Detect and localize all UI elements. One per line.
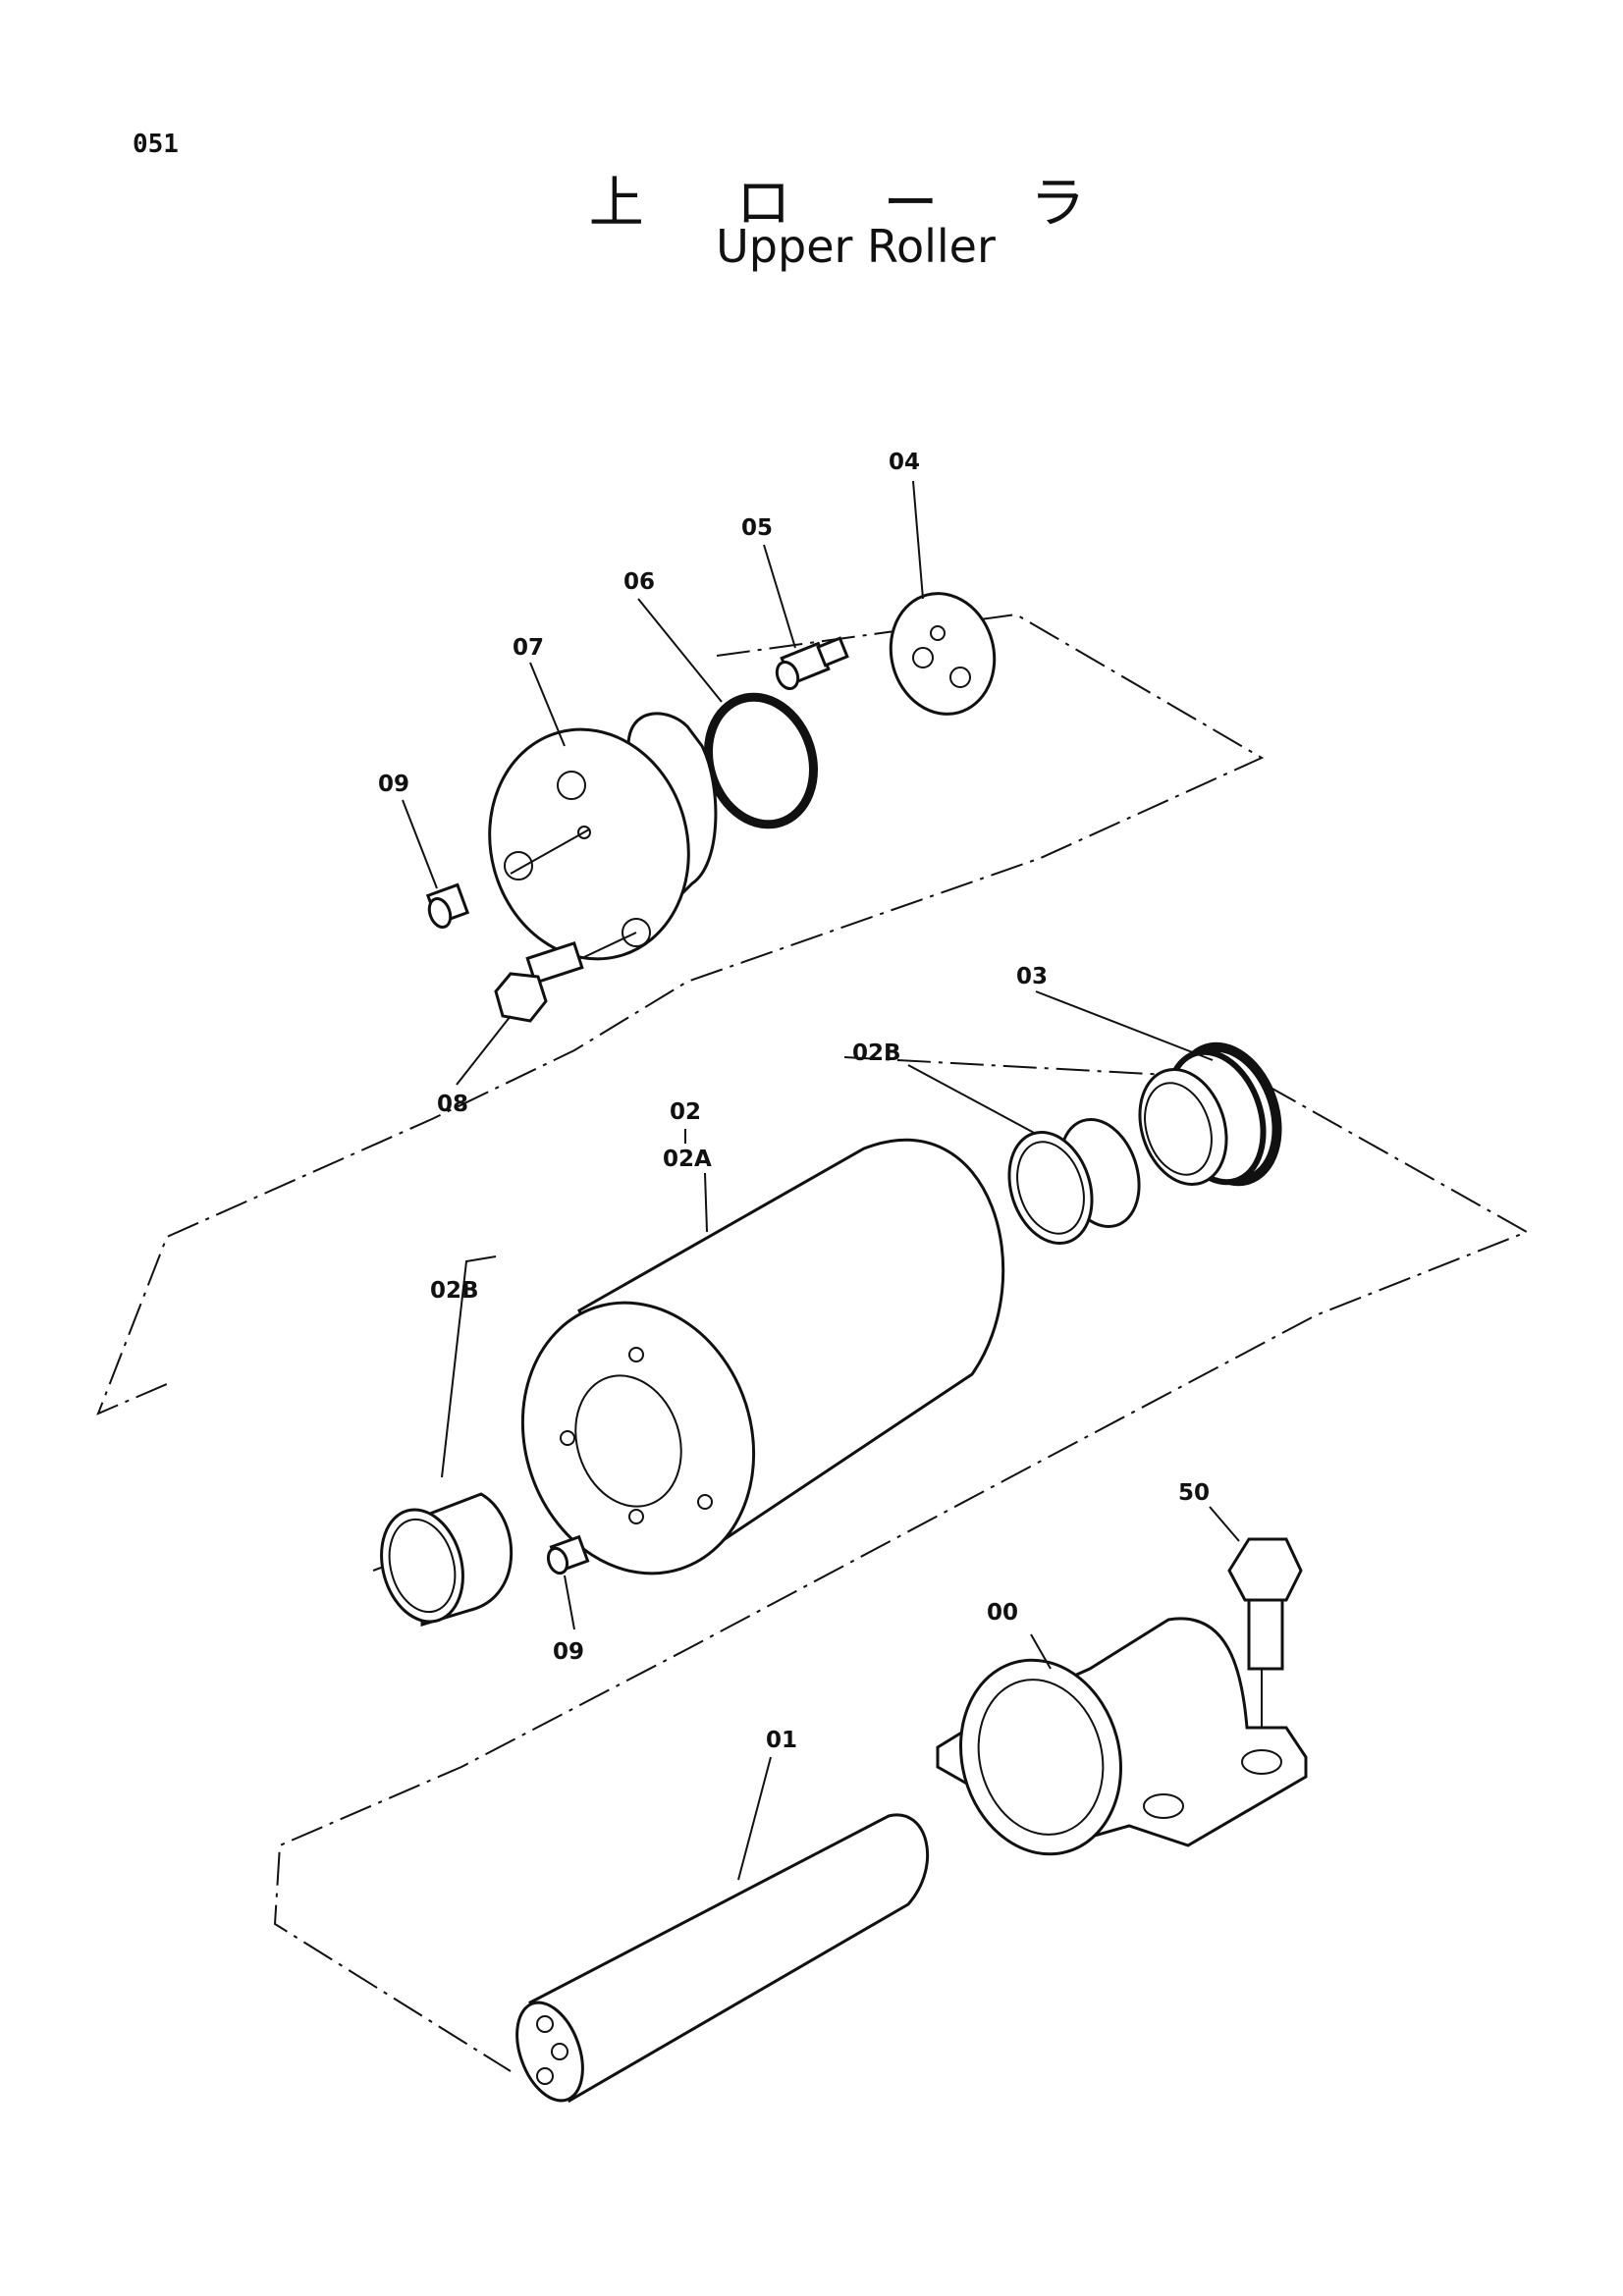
part-00-bracket (936, 1617, 1308, 1856)
page-number: 051 (133, 130, 179, 159)
part-02b-bushing-right (1007, 1117, 1141, 1246)
callout-02b-left: 02B (430, 1278, 479, 1304)
callout-03: 03 (1016, 964, 1048, 989)
part-04-thrust-plate (889, 592, 997, 716)
callout-08: 08 (437, 1092, 468, 1117)
part-08-hex-bolt (494, 941, 584, 1023)
part-03-floating-seal (1138, 1041, 1282, 1187)
part-50-bolt (1227, 1537, 1303, 1757)
callout-02a: 02A (663, 1147, 712, 1172)
callout-01: 01 (766, 1728, 797, 1753)
callout-02b-top: 02B (852, 1041, 901, 1066)
callout-leaders (402, 480, 1240, 1881)
callout-06: 06 (623, 569, 655, 595)
callout-04: 04 (889, 450, 920, 475)
callout-09-upper: 09 (378, 772, 409, 797)
title-english: Upper Roller (716, 220, 996, 273)
part-07-cover (488, 712, 718, 961)
part-02b-bushing-left (380, 1492, 514, 1628)
callout-02: 02 (670, 1099, 701, 1125)
callout-50: 50 (1178, 1480, 1210, 1506)
callout-05: 05 (741, 515, 773, 541)
title-japanese: 上 ロ ー ラ (588, 172, 1123, 236)
part-09-plug-lower (546, 1534, 590, 1575)
callout-labels: 04 05 06 07 09 08 03 02B 02 02A 02B 09 5… (378, 450, 1210, 1753)
part-09-plug-upper (425, 882, 470, 930)
part-01-shaft (515, 1813, 930, 2104)
callout-07: 07 (513, 635, 544, 661)
part-02a-roller-body (520, 1139, 1005, 1575)
callout-00: 00 (987, 1600, 1018, 1626)
part-05-socket-screw (775, 636, 849, 691)
callout-09-lower: 09 (553, 1639, 584, 1665)
